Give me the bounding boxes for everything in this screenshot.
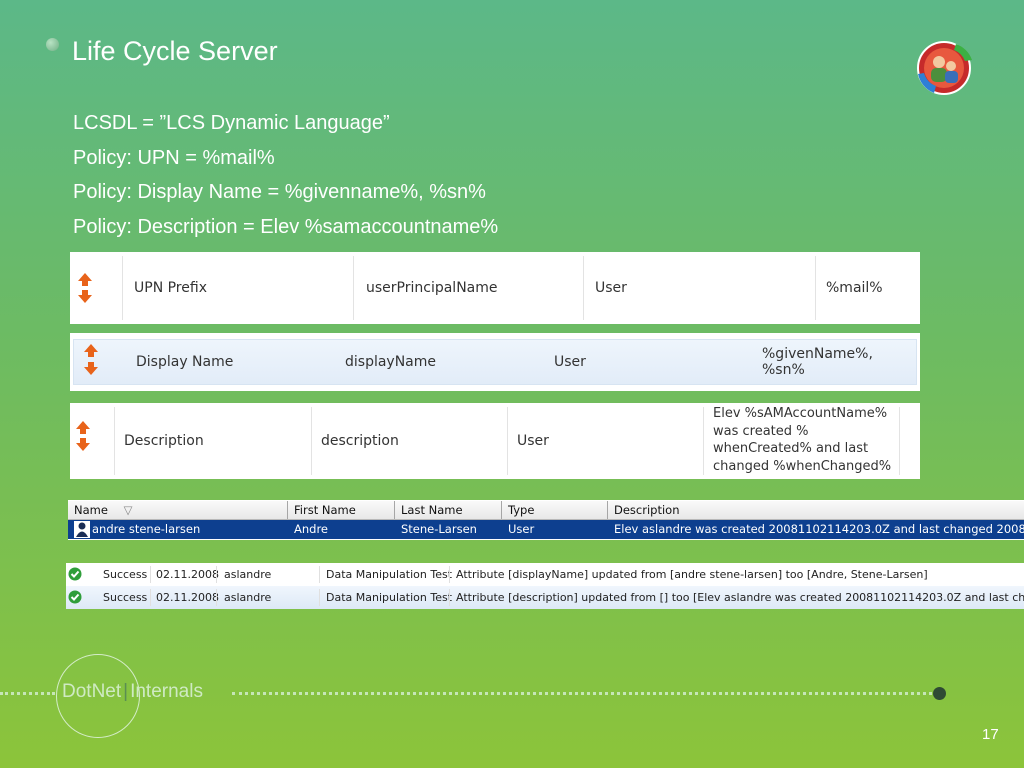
mapping-name: UPN Prefix [134,280,207,296]
log-source: Data Manipulation Test [326,591,453,604]
log-row[interactable]: Success 02.11.2008 aslandre Data Manipul… [66,563,1024,586]
mapping-attribute: description [321,433,399,449]
policy-line: Policy: Description = Elev %samaccountna… [73,215,499,238]
page-number: 17 [982,726,999,743]
cell-last-name: Stene-Larsen [401,522,477,536]
log-message: Attribute [description] updated from [] … [456,591,1024,604]
footer-dotted-line [0,692,55,697]
log-status: Success [103,591,148,604]
mapping-type: User [517,433,549,449]
life-cycle-users-icon [917,41,972,95]
brand-left: DotNet [62,681,122,702]
mapping-row-display-name[interactable]: Display Name displayName User %givenName… [70,333,920,391]
policy-lines: LCSDL = ”LCS Dynamic Language” Policy: U… [73,106,498,244]
log-list: Success 02.11.2008 aslandre Data Manipul… [66,563,1024,609]
cell-name: andre stene-larsen [92,522,201,536]
slide-title: Life Cycle Server [72,36,278,66]
log-row[interactable]: Success 02.11.2008 aslandre Data Manipul… [66,586,1024,609]
mapping-value-line: changed %whenChanged% [713,458,892,474]
grid-header: Name ▽ First Name Last Name Type Descrip… [68,501,1024,520]
brand-right: Internals [130,681,203,702]
mapping-value-line: was created % [713,423,809,439]
policy-line: Policy: UPN = %mail% [73,146,275,169]
mapping-value: %givenName%, %sn% [762,346,873,378]
column-header-description[interactable]: Description [608,501,1024,519]
column-header-name[interactable]: Name ▽ [68,501,288,519]
user-icon [74,521,90,538]
column-header-type[interactable]: Type [502,501,608,519]
mapping-type: User [554,354,586,370]
log-status: Success [103,568,148,581]
mapping-attribute: userPrincipalName [366,280,498,296]
check-circle-icon [68,590,82,604]
column-header-last-name[interactable]: Last Name [395,501,502,519]
up-down-arrows-icon[interactable] [70,252,110,324]
mapping-attribute: displayName [345,354,437,370]
policy-line: LCSDL = ”LCS Dynamic Language” [73,112,390,134]
title-bullet [46,38,59,51]
mapping-value-line: whenCreated% and last [713,441,869,456]
column-header-first-name[interactable]: First Name [288,501,395,519]
log-message: Attribute [displayName] updated from [an… [456,568,928,581]
up-down-arrows-icon[interactable] [70,333,110,391]
check-circle-icon [68,567,82,581]
column-header-label: Name [74,503,108,517]
mapping-name: Display Name [136,354,234,370]
log-source: Data Manipulation Test [326,568,453,581]
user-grid: Name ▽ First Name Last Name Type Descrip… [68,500,1024,540]
footer-circle [56,654,140,738]
footer-end-dot [933,687,946,700]
log-date: 02.11.2008 [156,591,219,604]
log-date: 02.11.2008 [156,568,219,581]
cell-first-name: Andre [294,522,329,536]
mapping-value: %mail% [826,280,883,296]
footer-dotted-line [232,692,932,697]
policy-line: Policy: Display Name = %givenname%, %sn% [73,181,486,203]
sort-indicator-icon: ▽ [123,503,133,517]
mapping-value-line: Elev %sAMAccountName% [713,406,888,421]
brand-logo: DotNet|Internals [62,681,203,702]
cell-description: Elev aslandre was created 20081102114203… [614,522,1024,536]
mapping-name: Description [124,433,204,449]
mapping-row-upn[interactable]: UPN Prefix userPrincipalName User %mail% [70,252,920,324]
mapping-row-description[interactable]: Description description User Elev %sAMAc… [70,403,920,479]
log-user: aslandre [224,591,272,604]
log-user: aslandre [224,568,272,581]
up-down-arrows-icon[interactable] [70,403,110,479]
cell-type: User [508,522,535,536]
mapping-type: User [595,280,627,296]
mapping-value: Elev %sAMAccountName% was created % when… [713,405,891,479]
table-row[interactable]: andre stene-larsen Andre Stene-Larsen Us… [68,520,1024,539]
